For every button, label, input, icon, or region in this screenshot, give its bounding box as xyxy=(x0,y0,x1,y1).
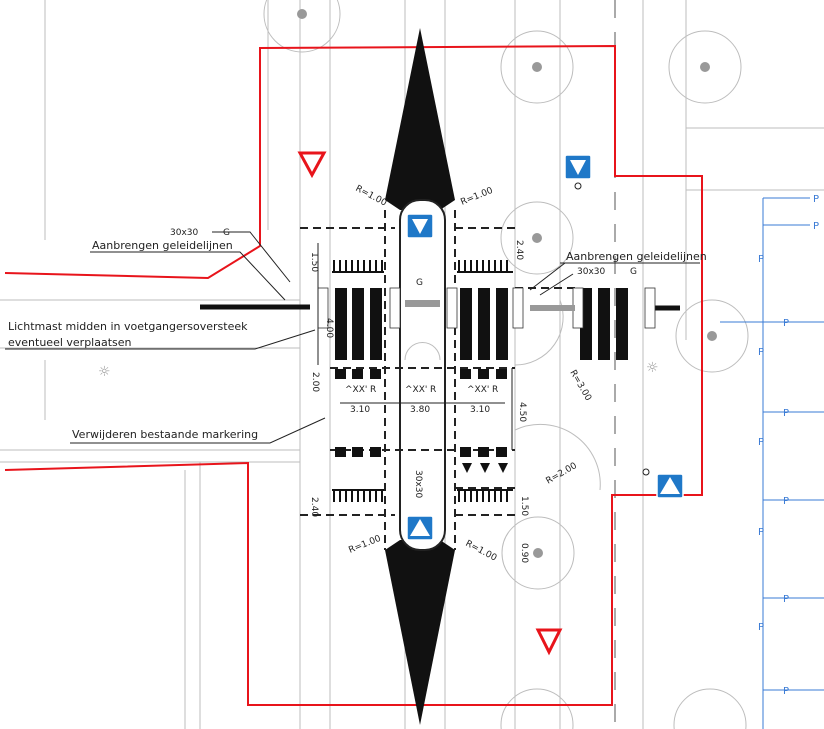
svg-text:1.50: 1.50 xyxy=(309,252,319,272)
svg-text:R=1.00: R=1.00 xyxy=(464,539,499,564)
note-remove-marking: Verwijderen bestaande markering xyxy=(72,428,258,441)
svg-text:P: P xyxy=(813,221,819,232)
svg-text:P: P xyxy=(758,437,764,448)
dimensions: R=1.00 R=1.00 R=1.00 R=1.00 1.50 4.00 2.… xyxy=(309,184,593,564)
note-guide-lines-left: Aanbrengen geleidelijnen xyxy=(92,239,233,252)
svg-text:P: P xyxy=(783,686,789,697)
svg-text:R=3.00: R=3.00 xyxy=(567,369,593,404)
svg-text:4.50: 4.50 xyxy=(517,402,527,422)
svg-text:P: P xyxy=(783,496,789,507)
yield-sign-island xyxy=(406,213,434,239)
note-light-pole-2: eventueel verplaatsen xyxy=(8,336,132,349)
crossing-sign-island xyxy=(406,515,434,541)
tile-spec-left: 30x30 xyxy=(170,228,199,238)
svg-text:R: R xyxy=(370,385,376,395)
svg-text:3.10: 3.10 xyxy=(350,405,370,415)
central-island xyxy=(385,28,455,725)
svg-text:3.80: 3.80 xyxy=(410,405,430,415)
svg-text:R=2.00: R=2.00 xyxy=(545,461,580,487)
svg-text:P: P xyxy=(783,594,789,605)
svg-text:1.50: 1.50 xyxy=(519,496,529,516)
lane-markings xyxy=(200,210,680,550)
svg-text:P: P xyxy=(758,347,764,358)
svg-text:R: R xyxy=(492,385,498,395)
crosswalk-bars xyxy=(335,288,628,473)
yield-sign-right xyxy=(564,154,592,190)
svg-text:P: P xyxy=(758,254,764,265)
project-boundary xyxy=(4,44,703,706)
svg-text:P: P xyxy=(758,622,764,633)
parking-grid: P P P P P P P P P P P P xyxy=(720,194,824,729)
svg-text:^XX': ^XX' xyxy=(345,385,367,395)
svg-text:^XX': ^XX' xyxy=(405,385,427,395)
svg-text:^XX': ^XX' xyxy=(467,385,489,395)
svg-text:P: P xyxy=(813,194,819,205)
tile-code-island: G xyxy=(416,278,423,288)
note-light-pole-1: Lichtmast midden in voetgangersoversteek xyxy=(8,320,248,333)
svg-text:P: P xyxy=(783,408,789,419)
svg-text:R=1.00: R=1.00 xyxy=(354,184,389,209)
tile-spec-right: 30x30 xyxy=(577,267,606,277)
svg-text:R: R xyxy=(430,385,436,395)
note-guide-lines-right: Aanbrengen geleidelijnen xyxy=(566,250,707,263)
tactile-tiles xyxy=(317,287,656,329)
leader-lines xyxy=(5,231,700,444)
tile-code-left: G xyxy=(223,228,230,238)
svg-text:4.00: 4.00 xyxy=(324,318,334,338)
svg-text:3.10: 3.10 xyxy=(470,405,490,415)
svg-text:2.00: 2.00 xyxy=(310,372,320,392)
tile-code-right: G xyxy=(630,267,637,277)
light-icon: ☼ xyxy=(98,364,111,380)
light-icon: ☼ xyxy=(646,360,659,376)
svg-text:0.90: 0.90 xyxy=(519,543,529,563)
yield-triangle-top xyxy=(297,151,327,179)
svg-text:P: P xyxy=(783,318,789,329)
svg-text:R=1.00: R=1.00 xyxy=(459,186,494,208)
svg-text:P: P xyxy=(758,527,764,538)
svg-text:2.40: 2.40 xyxy=(514,240,524,260)
crossing-sign-right xyxy=(642,468,684,499)
yield-triangle-bottom xyxy=(535,628,563,656)
tile-spec-island: 30x30 xyxy=(413,470,423,499)
svg-text:2.40: 2.40 xyxy=(309,497,319,517)
svg-text:R=1.00: R=1.00 xyxy=(347,534,382,556)
